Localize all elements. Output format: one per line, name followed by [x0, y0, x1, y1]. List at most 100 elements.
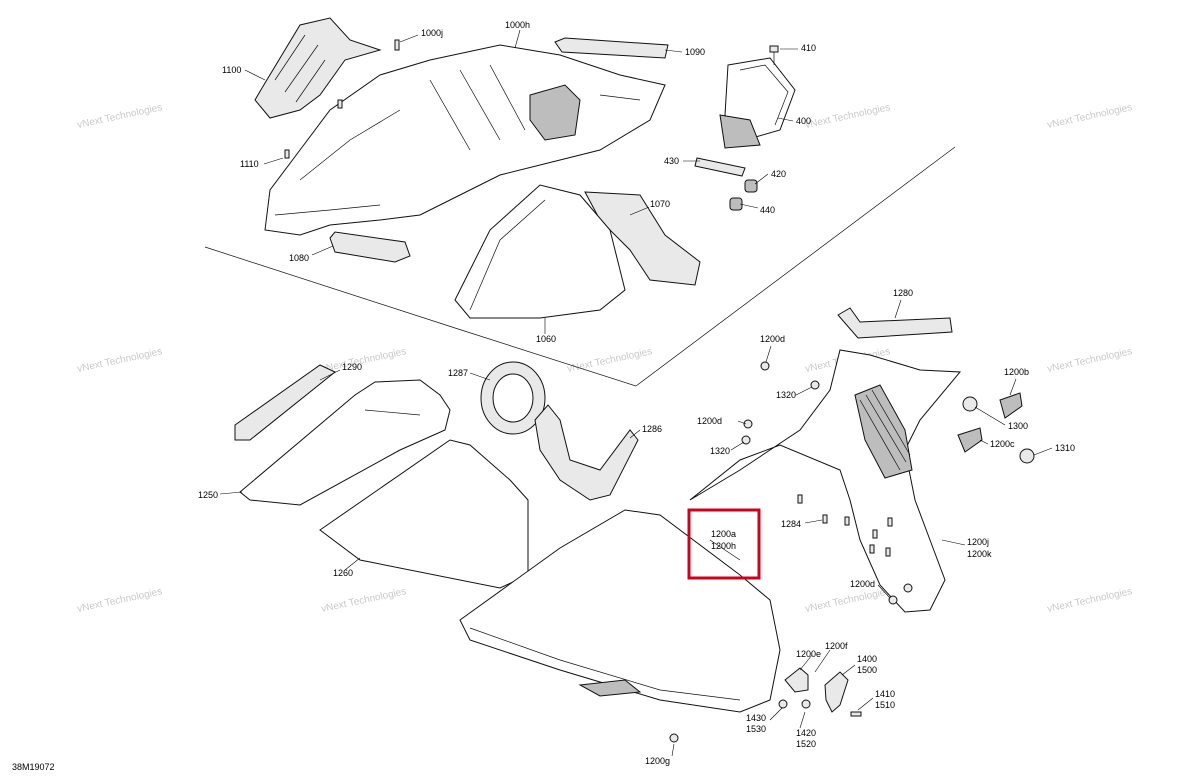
- plane-edge: [454, 327, 637, 387]
- callout-1200d-mid[interactable]: 1200d: [697, 416, 722, 426]
- part-1200e-bracket: [784, 667, 809, 693]
- callout-1320-top[interactable]: 1320: [776, 390, 796, 400]
- callout-1420[interactable]: 1420: [796, 728, 816, 738]
- part-1280-strip: [837, 307, 953, 339]
- part-1250-pad: [239, 379, 451, 506]
- watermark-text: vNext Technologies: [320, 346, 407, 375]
- callout-1286[interactable]: 1286: [642, 424, 662, 434]
- callout-1430[interactable]: 1430: [746, 713, 766, 723]
- callout-1400[interactable]: 1400: [857, 654, 877, 664]
- watermark-text: vNext Technologies: [1046, 586, 1133, 615]
- watermark: vNext Technologies: [76, 346, 163, 375]
- callout-1070[interactable]: 1070: [650, 199, 670, 209]
- callout-1200f[interactable]: 1200f: [825, 641, 848, 651]
- callout-1090[interactable]: 1090: [685, 47, 705, 57]
- callout-1200e[interactable]: 1200e: [796, 649, 821, 659]
- callout-1200d-low[interactable]: 1200d: [850, 579, 875, 589]
- callout-420[interactable]: 420: [771, 169, 786, 179]
- callout-1280[interactable]: 1280: [893, 288, 913, 298]
- watermark-text: vNext Technologies: [1046, 346, 1133, 375]
- plane-edge: [204, 246, 456, 329]
- watermark-text: vNext Technologies: [1046, 102, 1133, 131]
- callout-1080[interactable]: 1080: [289, 253, 309, 263]
- watermark: vNext Technologies: [1046, 346, 1133, 375]
- watermark: vNext Technologies: [1046, 102, 1133, 131]
- part-1286-bracket: [534, 404, 639, 501]
- part-1200-side-assembly: [689, 349, 962, 613]
- part-420-nut: [744, 179, 758, 193]
- part-1310-grommet: [1019, 448, 1035, 464]
- callout-440[interactable]: 440: [760, 205, 775, 215]
- part-1080-strip: [329, 231, 411, 263]
- watermark: vNext Technologies: [1046, 586, 1133, 615]
- callout-1320-mid[interactable]: 1320: [710, 446, 730, 456]
- highlight-box: [687, 508, 761, 580]
- watermark: vNext Technologies: [320, 346, 407, 375]
- callout-1200b[interactable]: 1200b: [1004, 367, 1029, 377]
- watermark-text: vNext Technologies: [566, 346, 653, 375]
- watermark-text: vNext Technologies: [76, 102, 163, 131]
- part-440-nut: [729, 197, 743, 211]
- watermark-text: vNext Technologies: [76, 346, 163, 375]
- callout-410[interactable]: 410: [801, 43, 816, 53]
- callout-1200j[interactable]: 1200j: [967, 537, 989, 547]
- callout-1530[interactable]: 1530: [746, 724, 766, 734]
- part-1287-ring: [480, 361, 546, 435]
- callout-1520[interactable]: 1520: [796, 739, 816, 749]
- part-1300-grommet: [962, 396, 978, 412]
- fasteners: [284, 39, 913, 743]
- callout-1200g[interactable]: 1200g: [645, 756, 670, 766]
- watermark-text: vNext Technologies: [804, 102, 891, 131]
- callout-1200d-top[interactable]: 1200d: [760, 334, 785, 344]
- part-1000h-housing: [264, 44, 666, 236]
- callout-1300[interactable]: 1300: [1008, 421, 1028, 431]
- part-1260-pad: [319, 439, 529, 589]
- callout-1510[interactable]: 1510: [875, 700, 895, 710]
- part-1290-bar: [234, 364, 336, 441]
- plane-edge: [635, 146, 956, 387]
- watermark: vNext Technologies: [76, 586, 163, 615]
- part-1400-mount: [824, 671, 849, 713]
- watermark: vNext Technologies: [566, 346, 653, 375]
- callout-1200h[interactable]: 1200h: [711, 541, 736, 551]
- callout-1200k[interactable]: 1200k: [967, 549, 992, 559]
- watermark: vNext Technologies: [76, 102, 163, 131]
- callout-430[interactable]: 430: [664, 156, 679, 166]
- drawing-id: 38M19072: [12, 762, 55, 772]
- callout-1284[interactable]: 1284: [781, 519, 801, 529]
- callout-1310[interactable]: 1310: [1055, 443, 1075, 453]
- callout-1000j[interactable]: 1000j: [421, 28, 443, 38]
- callout-1410[interactable]: 1410: [875, 689, 895, 699]
- callout-1060[interactable]: 1060: [536, 334, 556, 344]
- callout-1290[interactable]: 1290: [342, 362, 362, 372]
- callout-labels: 1100 1110 1000j 1000h 1090 410 400 430 4…: [198, 20, 1075, 766]
- part-1200b-light: [999, 392, 1023, 419]
- callout-1100[interactable]: 1100: [222, 65, 241, 75]
- ground-plane: [204, 146, 956, 387]
- callout-400[interactable]: 400: [796, 116, 811, 126]
- part-1090-strip: [554, 37, 669, 59]
- callout-1110[interactable]: 1110: [240, 159, 259, 169]
- callout-1500[interactable]: 1500: [857, 665, 877, 675]
- watermark-text: vNext Technologies: [804, 586, 891, 615]
- callout-1250[interactable]: 1250: [198, 490, 218, 500]
- leader-lines: [219, 29, 1053, 757]
- watermark-text: vNext Technologies: [76, 586, 163, 615]
- part-430-bracket: [694, 157, 746, 177]
- callout-1200c[interactable]: 1200c: [990, 439, 1015, 449]
- part-410-screw: [769, 45, 779, 65]
- watermark-text: vNext Technologies: [320, 586, 407, 615]
- callout-1200a[interactable]: 1200a: [711, 529, 736, 539]
- part-1200a-panel: [459, 509, 781, 713]
- callout-1287[interactable]: 1287: [448, 368, 468, 378]
- watermark: vNext Technologies: [320, 586, 407, 615]
- part-400-assembly: [719, 57, 796, 149]
- watermark: vNext Technologies: [804, 102, 891, 131]
- part-1100-bracket: [254, 17, 382, 119]
- callout-1260[interactable]: 1260: [333, 568, 353, 578]
- part-1200c-light: [957, 427, 983, 453]
- callout-1000h[interactable]: 1000h: [505, 20, 530, 30]
- part-1060-panel: [454, 184, 626, 319]
